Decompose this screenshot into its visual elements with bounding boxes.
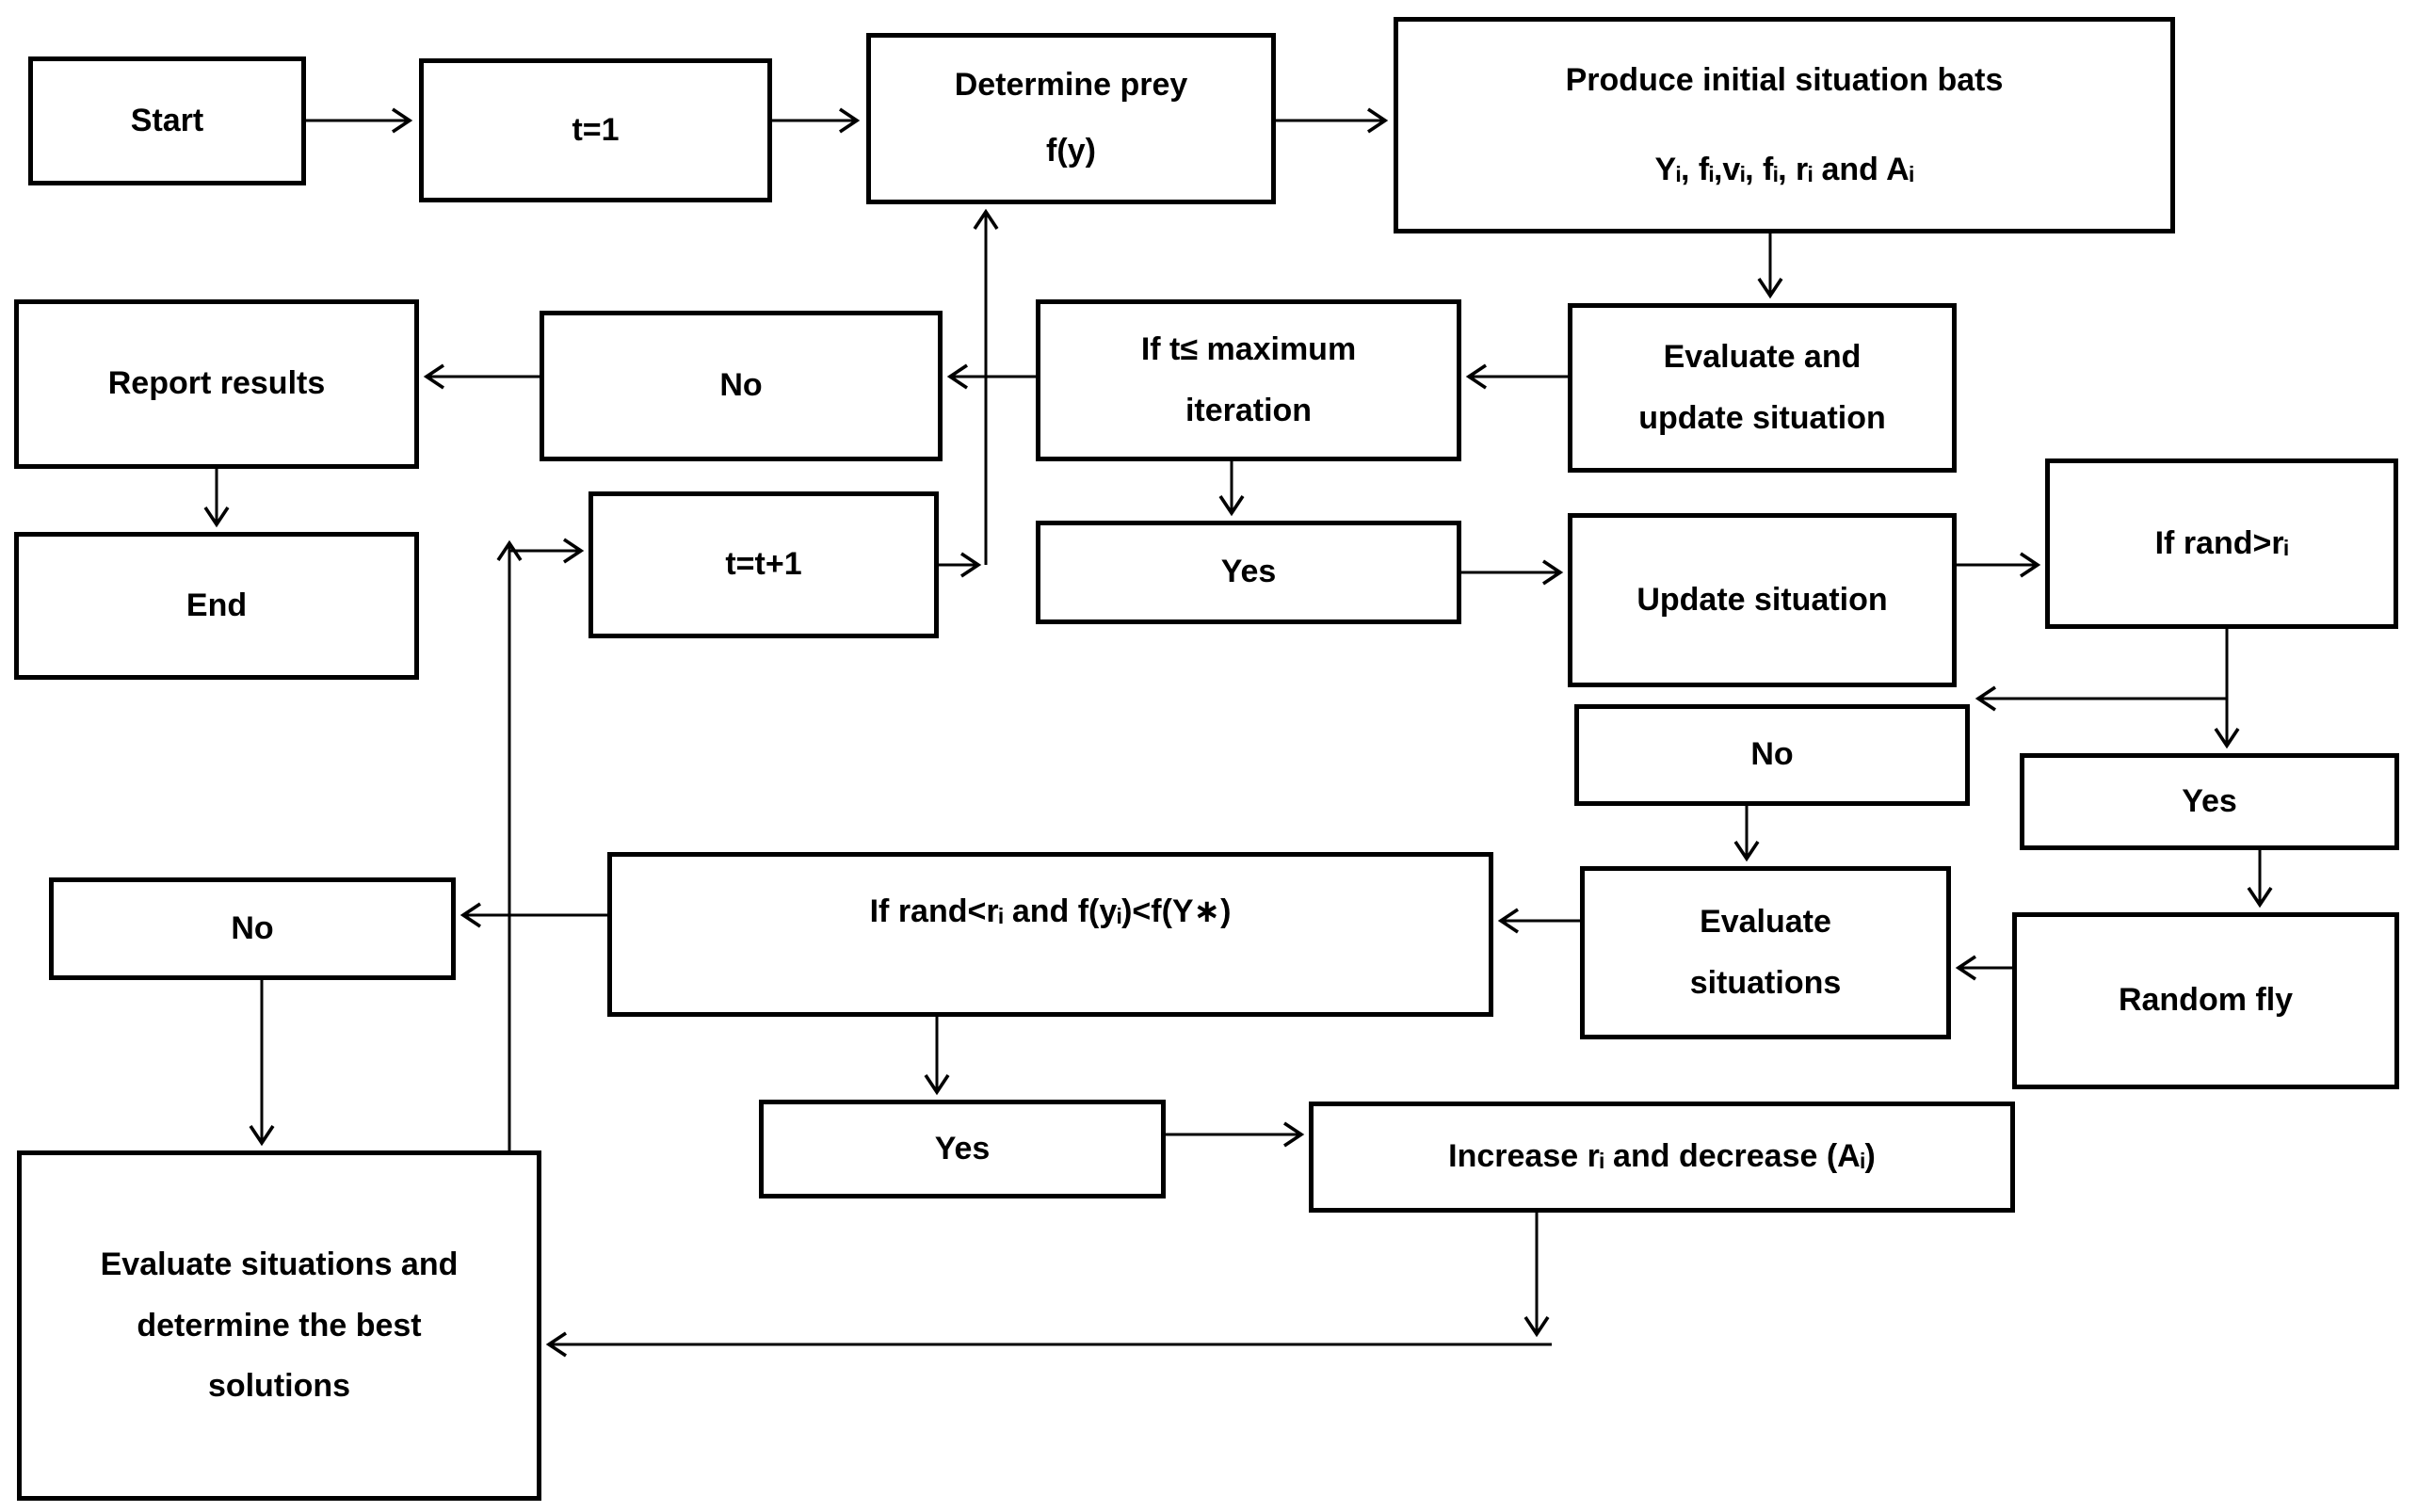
node-no-improve-label: No	[231, 909, 274, 946]
node-update-situation: Update situation	[1568, 513, 1957, 687]
node-yes-improve-label: Yes	[934, 1130, 991, 1166]
node-yes-iteration-label: Yes	[1220, 554, 1277, 590]
node-if-t-max-label: If t≤ maximum iteration	[1140, 331, 1357, 428]
node-report-results-label: Report results	[107, 365, 326, 402]
node-evaluate-best: Evaluate situations and determine the be…	[17, 1150, 541, 1501]
node-t-increment: t=t+1	[588, 491, 939, 638]
node-end-label: End	[185, 587, 248, 623]
node-start-label: Start	[130, 102, 204, 138]
node-end: End	[14, 532, 419, 680]
node-report-results: Report results	[14, 299, 419, 469]
node-yes-iteration: Yes	[1036, 521, 1461, 624]
node-if-rand-gt: If rand>rᵢ	[2045, 458, 2398, 629]
node-no-rand-gt-label: No	[1750, 736, 1794, 773]
node-evaluate-situations: Evaluate situations	[1580, 866, 1951, 1039]
node-start: Start	[28, 56, 306, 185]
node-determine-prey-label: Determine prey f(y)	[954, 67, 1188, 169]
node-evaluate-update: Evaluate and update situation	[1568, 303, 1957, 473]
node-produce-initial: Produce initial situation bats Yᵢ, fᵢ,vᵢ…	[1394, 17, 2175, 233]
node-if-rand-gt-label: If rand>rᵢ	[2154, 524, 2289, 561]
node-if-rand-lt: If rand<rᵢ and f(yᵢ)<f(Y∗)	[607, 852, 1493, 1017]
node-yes-rand-gt-label: Yes	[2182, 782, 2237, 819]
node-if-rand-lt-label: If rand<rᵢ and f(yᵢ)<f(Y∗)	[869, 893, 1232, 929]
node-no-rand-gt: No	[1574, 704, 1970, 806]
node-t-increment-label: t=t+1	[725, 546, 802, 583]
node-t-init: t=1	[419, 58, 772, 202]
node-evaluate-situations-label: Evaluate situations	[1689, 904, 1842, 1001]
node-random-fly-label: Random fly	[2118, 982, 2294, 1019]
node-no-improve: No	[49, 877, 456, 980]
node-no-iteration-label: No	[719, 367, 763, 404]
node-no-iteration: No	[540, 311, 943, 461]
node-determine-prey: Determine prey f(y)	[866, 33, 1276, 204]
node-update-situation-label: Update situation	[1636, 581, 1888, 618]
node-produce-initial-label: Produce initial situation bats Yᵢ, fᵢ,vᵢ…	[1565, 61, 2004, 187]
node-random-fly: Random fly	[2012, 912, 2399, 1089]
node-increase-decrease-label: Increase rᵢ and decrease (Aᵢ)	[1448, 1138, 1876, 1175]
node-evaluate-best-label: Evaluate situations and determine the be…	[100, 1247, 459, 1405]
node-yes-rand-gt: Yes	[2020, 753, 2399, 850]
node-yes-improve: Yes	[759, 1100, 1166, 1198]
node-t-init-label: t=1	[572, 111, 620, 148]
node-if-t-max: If t≤ maximum iteration	[1036, 299, 1461, 461]
node-increase-decrease: Increase rᵢ and decrease (Aᵢ)	[1309, 1102, 2015, 1213]
node-evaluate-update-label: Evaluate and update situation	[1638, 339, 1886, 436]
